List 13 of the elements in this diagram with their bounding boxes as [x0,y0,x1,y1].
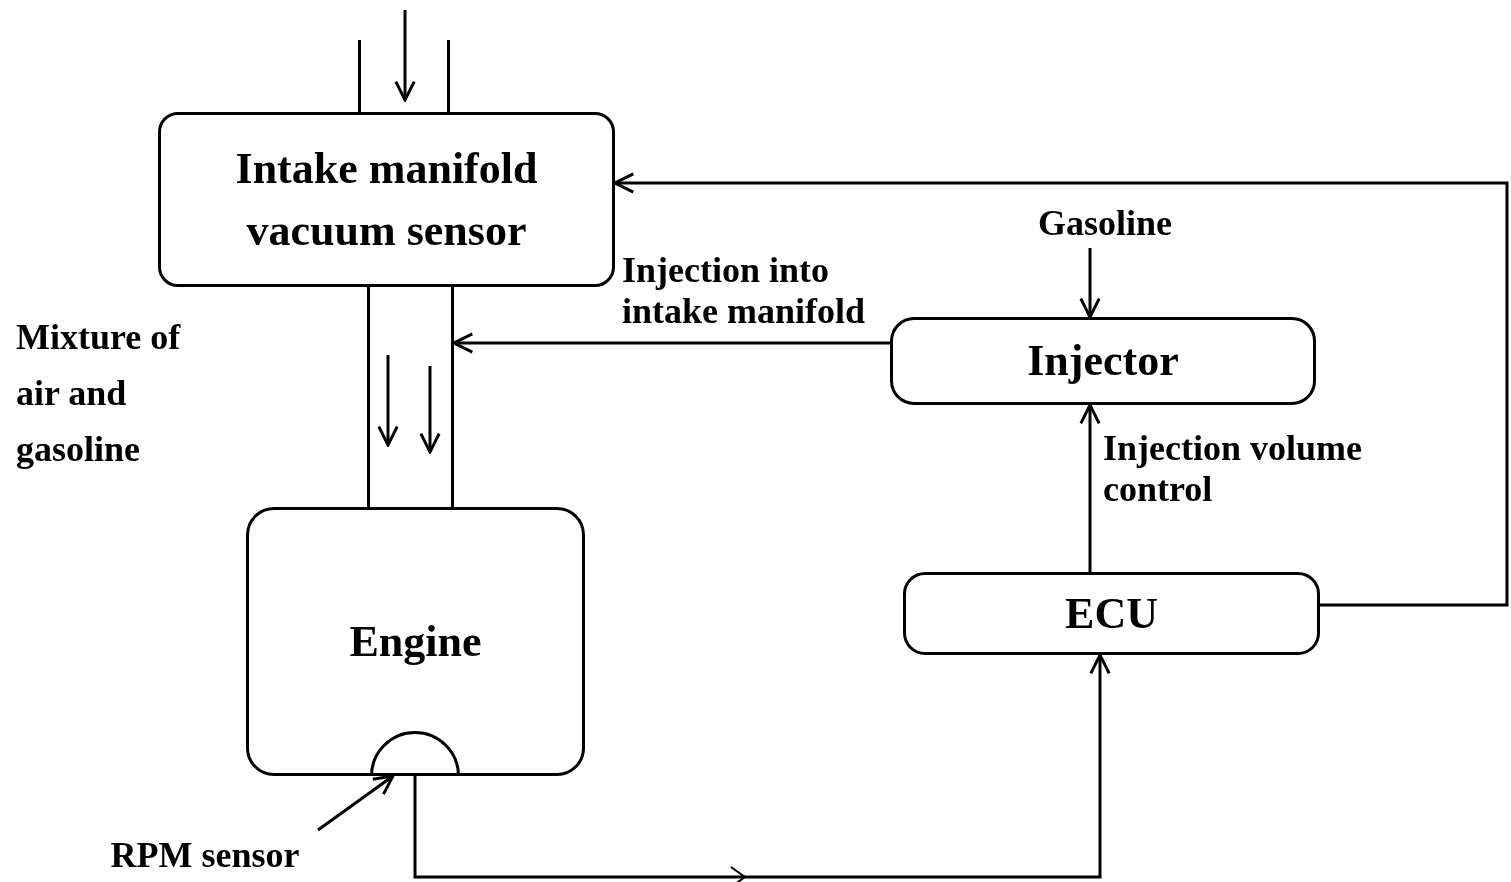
intake-pipe [367,287,454,507]
intake-pipe [358,40,450,112]
process-box [246,507,585,776]
node-label: Engine [349,615,482,668]
process-box [158,112,615,287]
node-label: Intake manifold vacuum sensor [234,142,539,257]
process-box [890,317,1316,405]
node-label: ECU [1065,587,1158,640]
node-label: Injector [1027,335,1179,388]
sensor-symbol [370,731,460,776]
node-label: Gasoline [1038,201,1172,245]
node-label: RPM sensor [110,833,300,877]
process-box [903,572,1320,655]
